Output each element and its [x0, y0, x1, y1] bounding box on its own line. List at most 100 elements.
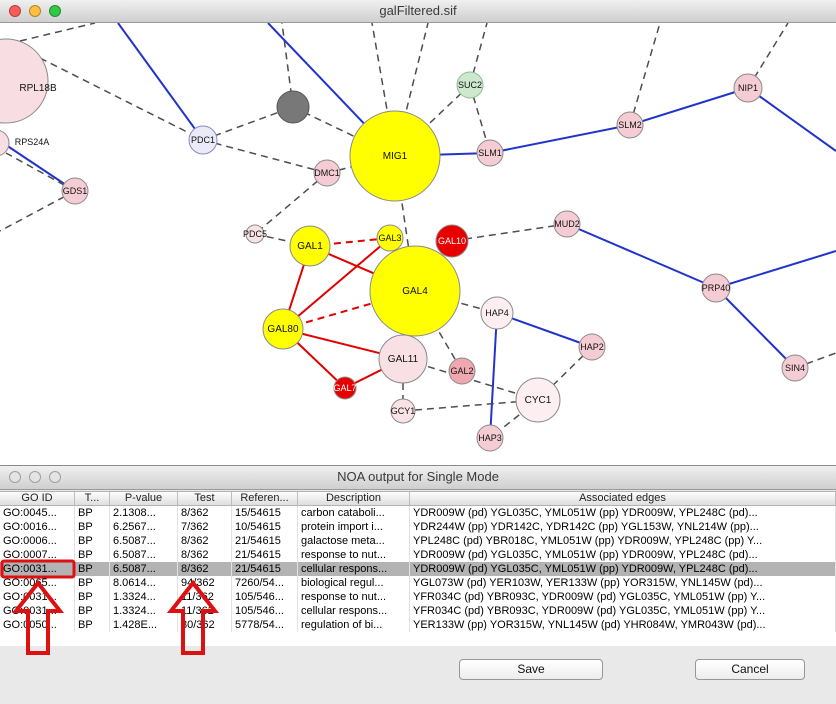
- table-cell: 5778/54...: [232, 618, 298, 632]
- node-GDS1[interactable]: GDS1: [61, 177, 89, 205]
- minimize-button[interactable]: [29, 5, 41, 17]
- table-cell: GO:0065...: [0, 576, 75, 590]
- node-MUD2[interactable]: MUD2: [553, 210, 581, 238]
- node-SLM1[interactable]: SLM1: [476, 139, 504, 167]
- graph-edge[interactable]: [566, 223, 717, 289]
- cancel-button[interactable]: Cancel: [695, 659, 805, 680]
- graph-edge[interactable]: [39, 57, 204, 141]
- table-cell: regulation of bi...: [298, 618, 410, 632]
- node-GAL7[interactable]: GAL7: [333, 376, 357, 400]
- graph-edge[interactable]: [292, 106, 396, 157]
- graph-edge[interactable]: [629, 87, 749, 126]
- table-cell: 105/546...: [232, 604, 298, 618]
- graph-edge[interactable]: [254, 233, 311, 247]
- graph-edge[interactable]: [451, 223, 568, 242]
- graph-edge[interactable]: [489, 124, 631, 154]
- column-header[interactable]: T...: [75, 492, 110, 505]
- graph-edge[interactable]: [489, 312, 498, 439]
- node-NIP1[interactable]: NIP1: [733, 73, 763, 103]
- node-CYC1[interactable]: CYC1: [515, 377, 561, 423]
- graph-edge[interactable]: [402, 399, 539, 412]
- table-cell: cellular respons...: [298, 562, 410, 576]
- column-header[interactable]: Referen...: [232, 492, 298, 505]
- graph-edge[interactable]: [715, 250, 836, 289]
- graph-edge[interactable]: [0, 140, 76, 192]
- node-GAL4[interactable]: GAL4: [369, 245, 461, 337]
- table-cell: 6.2567...: [110, 520, 178, 534]
- table-cell: BP: [75, 618, 110, 632]
- node-GAL2[interactable]: GAL2: [448, 357, 476, 385]
- node-PRP40[interactable]: PRP40: [701, 273, 731, 303]
- graph-edge[interactable]: [629, 23, 661, 126]
- table-cell: GO:0031...: [0, 590, 75, 604]
- column-header[interactable]: GO ID: [0, 492, 75, 505]
- node-GCY1[interactable]: GCY1: [390, 398, 416, 424]
- graph-edge[interactable]: [371, 23, 396, 157]
- network-window-titlebar[interactable]: galFiltered.sif: [0, 0, 836, 23]
- table-cell: GO:0006...: [0, 534, 75, 548]
- graph-edge[interactable]: [254, 172, 328, 235]
- zoom-button[interactable]: [49, 471, 61, 483]
- node-GAL1[interactable]: GAL1: [289, 225, 331, 267]
- node-label: SUC2: [458, 80, 482, 90]
- table-cell: YGL073W (pd) YER103W, YER133W (pp) YOR31…: [410, 576, 836, 590]
- node-GAL80[interactable]: GAL80: [262, 308, 304, 350]
- node-RPS24A[interactable]: RPS24A: [0, 130, 49, 156]
- node-label: SLM2: [618, 120, 642, 130]
- node-MIG1[interactable]: MIG1: [349, 110, 441, 202]
- graph-edge[interactable]: [794, 352, 836, 369]
- graph-edge[interactable]: [202, 106, 294, 141]
- node-HAP3[interactable]: HAP3: [476, 424, 504, 452]
- graph-edge[interactable]: [0, 190, 76, 232]
- table-cell: BP: [75, 520, 110, 534]
- graph-edge[interactable]: [19, 23, 96, 42]
- node-PDC1[interactable]: PDC1: [188, 125, 218, 155]
- column-header[interactable]: Description: [298, 492, 410, 505]
- minimize-button[interactable]: [29, 471, 41, 483]
- node-GAL3[interactable]: GAL3: [376, 224, 404, 252]
- graph-edge[interactable]: [747, 87, 836, 152]
- graph-edge[interactable]: [282, 237, 391, 330]
- graph-edge[interactable]: [715, 287, 796, 369]
- table-cell: YDR009W (pd) YGL035C, YML051W (pp) YDR00…: [410, 548, 836, 562]
- table-cell: YFR034C (pd) YBR093C, YDR009W (pd) YGL03…: [410, 590, 836, 604]
- node-GAL10[interactable]: GAL10: [435, 224, 469, 258]
- node-HAP4[interactable]: HAP4: [480, 296, 514, 330]
- node-PDC5[interactable]: PDC5: [243, 224, 267, 244]
- graph-edge[interactable]: [117, 23, 204, 141]
- table-cell: 6.5087...: [110, 548, 178, 562]
- node-DMC1[interactable]: DMC1: [313, 159, 341, 187]
- node-HAP2[interactable]: HAP2: [578, 333, 606, 361]
- graph-edge[interactable]: [496, 312, 593, 348]
- column-header[interactable]: Test: [178, 492, 232, 505]
- column-header[interactable]: Associated edges: [410, 492, 836, 505]
- table-cell: YPL248C (pd) YBR018C, YML051W (pp) YDR00…: [410, 534, 836, 548]
- close-button[interactable]: [9, 471, 21, 483]
- graph-edge[interactable]: [469, 23, 488, 86]
- zoom-button[interactable]: [49, 5, 61, 17]
- graph-edge[interactable]: [394, 23, 429, 157]
- graph-edge[interactable]: [202, 139, 328, 174]
- node-SIN4[interactable]: SIN4: [781, 354, 809, 382]
- column-header[interactable]: P-value: [110, 492, 178, 505]
- node-GAL11[interactable]: GAL11: [378, 334, 428, 384]
- table-cell: 8/362: [178, 548, 232, 562]
- save-button[interactable]: Save: [459, 659, 603, 680]
- table-cell: 8/362: [178, 562, 232, 576]
- node-RPL18B[interactable]: RPL18B: [0, 38, 57, 124]
- close-button[interactable]: [9, 5, 21, 17]
- node-SUC2[interactable]: SUC2: [456, 71, 484, 99]
- noa-window-titlebar[interactable]: NOA output for Single Mode: [0, 466, 836, 490]
- node-unlabeled[interactable]: [276, 90, 310, 124]
- node-SLM2[interactable]: SLM2: [616, 111, 644, 139]
